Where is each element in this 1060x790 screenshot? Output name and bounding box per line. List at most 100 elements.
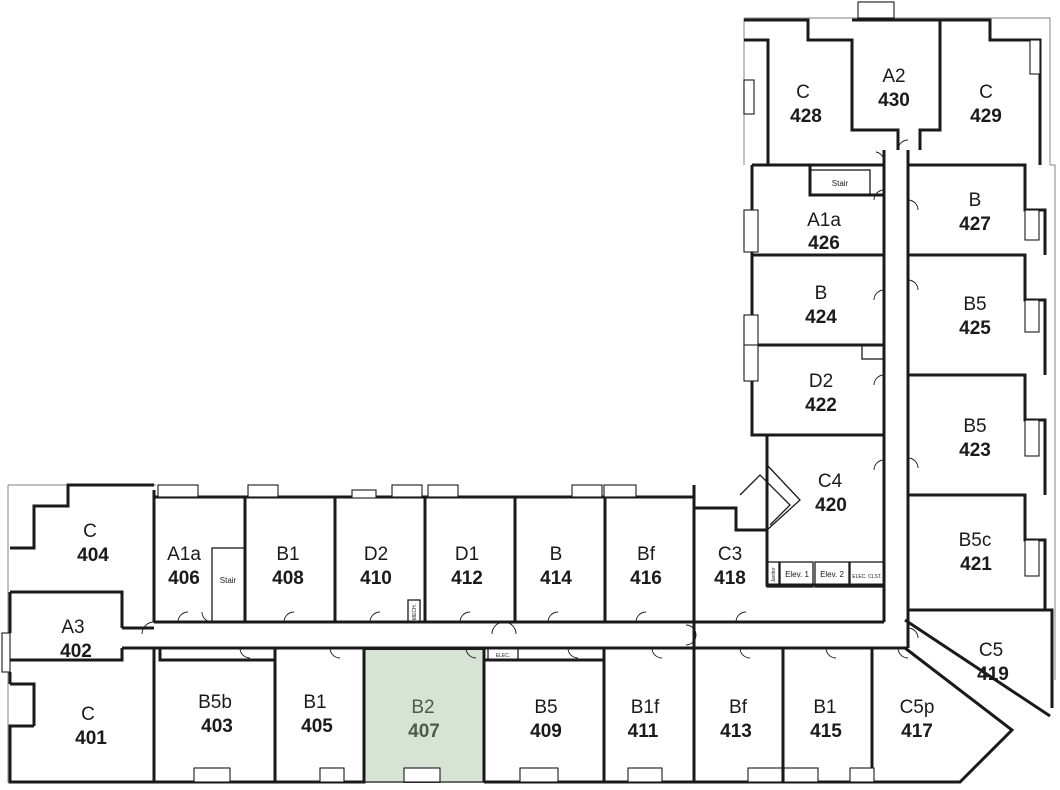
room-number: 401 (75, 728, 107, 749)
room-number: 421 (960, 554, 992, 575)
elevator-1-label: Elev. 1 (785, 570, 809, 579)
room-number: 429 (970, 106, 1002, 127)
room-number: 422 (805, 395, 837, 416)
room-type: Bf (729, 697, 748, 718)
room-423[interactable]: B5 423 (959, 416, 991, 461)
room-number: 409 (530, 721, 562, 742)
room-425[interactable]: B5 425 (959, 294, 991, 339)
room-type: C (83, 521, 97, 542)
room-type: A2 (882, 66, 905, 87)
room-number: 405 (301, 716, 333, 737)
room-407[interactable]: B2 407 (408, 697, 440, 742)
room-labels: C 404 A1a 406 B1 408 D2 410 D1 412 B 414… (60, 66, 1009, 749)
room-number: 417 (901, 721, 933, 742)
room-422[interactable]: D2 422 (805, 371, 837, 416)
room-416[interactable]: Bf 416 (630, 544, 662, 589)
room-type: C (796, 82, 810, 103)
room-number: 404 (77, 545, 109, 566)
room-type: C (979, 82, 993, 103)
room-type: A1a (807, 210, 841, 231)
room-405[interactable]: B1 405 (301, 692, 333, 737)
room-number: 402 (60, 641, 92, 662)
room-type: C3 (718, 544, 742, 565)
room-type: C (81, 704, 95, 725)
room-type: C5p (900, 697, 935, 718)
room-402[interactable]: A3 402 (60, 617, 92, 662)
room-401[interactable]: C 401 (75, 704, 107, 749)
utility-labels: Stair Stair Elev. 1 Elev. 2 ELEC. CLST. … (220, 179, 882, 659)
room-type: A3 (61, 617, 84, 638)
room-number: 426 (808, 233, 840, 254)
exterior-walls (8, 18, 1054, 784)
room-type: B5 (963, 416, 986, 437)
room-410[interactable]: D2 410 (360, 544, 392, 589)
room-number: 412 (451, 568, 483, 589)
room-411[interactable]: B1f 411 (628, 697, 660, 742)
room-428[interactable]: C 428 (790, 82, 822, 127)
room-404[interactable]: C 404 (77, 521, 109, 566)
room-421[interactable]: B5c 421 (959, 530, 993, 575)
room-type: D2 (809, 371, 833, 392)
room-419[interactable]: C5 419 (977, 640, 1009, 685)
room-number: 420 (815, 495, 847, 516)
room-407-highlight[interactable] (363, 648, 485, 783)
room-type: B1 (813, 697, 836, 718)
room-409[interactable]: B5 409 (530, 697, 562, 742)
janitor-label: Janitor (771, 567, 777, 582)
elec-closet-label: ELEC. CLST. (852, 574, 881, 580)
room-number: 414 (540, 568, 572, 589)
room-number: 427 (959, 214, 991, 235)
room-number: 411 (628, 721, 659, 742)
room-number: 418 (714, 568, 746, 589)
room-type: B1 (276, 544, 299, 565)
mech-label: MECH. (412, 604, 418, 620)
room-413[interactable]: Bf 413 (720, 697, 752, 742)
room-type: B1f (631, 697, 660, 718)
room-418[interactable]: C3 418 (714, 544, 746, 589)
room-type: B (815, 283, 828, 304)
room-type: D2 (364, 544, 388, 565)
windows (1, 1, 1041, 783)
room-430[interactable]: A2 430 (878, 66, 910, 111)
elevator-2-label: Elev. 2 (820, 570, 844, 579)
room-429[interactable]: C 429 (970, 82, 1002, 127)
room-number: 408 (272, 568, 304, 589)
room-415[interactable]: B1 415 (810, 697, 842, 742)
room-412[interactable]: D1 412 (451, 544, 483, 589)
room-type: B1 (303, 692, 326, 713)
room-417[interactable]: C5p 417 (900, 697, 935, 742)
room-number: 413 (720, 721, 752, 742)
room-number: 430 (878, 90, 910, 111)
room-424[interactable]: B 424 (805, 283, 837, 328)
room-type: C4 (818, 471, 843, 492)
interior-lines (211, 169, 885, 661)
room-number: 425 (959, 318, 991, 339)
room-427[interactable]: B 427 (959, 190, 991, 235)
elec-label: ELEC. (496, 653, 510, 659)
room-number: 424 (805, 307, 837, 328)
stair-label-406: Stair (220, 576, 237, 585)
stair-label-426: Stair (832, 179, 849, 188)
room-type: D1 (455, 544, 479, 565)
room-type: B5c (959, 530, 992, 551)
room-type: B (550, 544, 563, 565)
room-number: 407 (408, 721, 440, 742)
room-408[interactable]: B1 408 (272, 544, 304, 589)
room-403[interactable]: B5b 403 (198, 692, 233, 737)
corridor-walls (122, 585, 910, 650)
room-type: B (969, 190, 982, 211)
room-number: 423 (959, 440, 991, 461)
room-type: B5 (534, 697, 557, 718)
room-type: B5b (198, 692, 232, 713)
room-number: 406 (168, 568, 200, 589)
room-406[interactable]: A1a 406 (167, 544, 201, 589)
room-420[interactable]: C4 420 (815, 471, 847, 516)
room-type: A1a (167, 544, 201, 565)
doors (141, 139, 919, 659)
room-number: 410 (360, 568, 392, 589)
room-426[interactable]: A1a 426 (807, 210, 841, 254)
room-414[interactable]: B 414 (540, 544, 572, 589)
room-type: B2 (411, 697, 434, 718)
